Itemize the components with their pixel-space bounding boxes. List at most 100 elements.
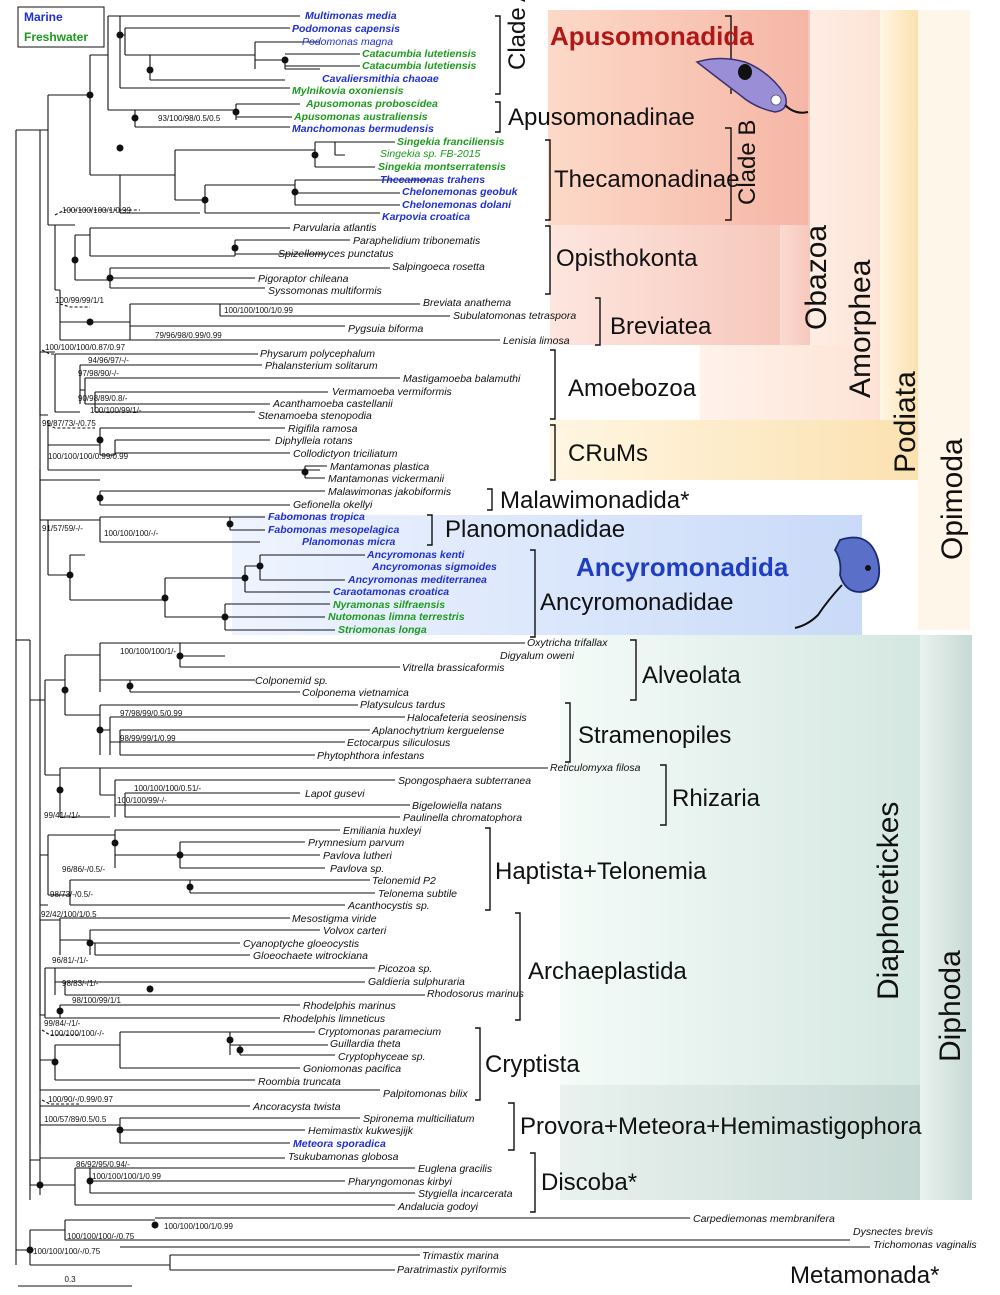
- taxon-label: Karpovia croatica: [382, 211, 470, 223]
- taxon-label: Mesostigma viride: [292, 913, 377, 925]
- clade-malawimonadida: Malawimonadida*: [500, 487, 689, 514]
- apusomonad-cell-illustration: [695, 57, 809, 114]
- ancyromonad-cell-illustration: [794, 536, 881, 629]
- taxon-label: Collodictyon triciliatum: [293, 448, 398, 460]
- taxon-label: Rigifila ramosa: [288, 423, 358, 435]
- taxon-label: Guillardia theta: [330, 1038, 401, 1050]
- support-value: 94/96/97/-/-: [88, 356, 129, 365]
- support-value: 91/57/59/-/-: [42, 524, 83, 533]
- clade-haptista-telonemia: Haptista+Telonemia: [495, 858, 707, 885]
- taxon-label: Platysulcus tardus: [360, 699, 446, 711]
- support-value: 97/98/90/-/-: [78, 369, 119, 378]
- clade-rhizaria: Rhizaria: [672, 785, 761, 812]
- taxon-label: Pavlova lutheri: [323, 850, 393, 862]
- support-value: 98/73/-/0.5/-: [50, 890, 93, 899]
- taxon-label: Cyanoptyche gloeocystis: [243, 938, 360, 950]
- support-value: 93/100/98/0.5/0.5: [158, 114, 221, 123]
- taxon-label: Singekia montserratensis: [378, 161, 506, 173]
- support-value: 100/100/100/1/0.99: [164, 1222, 234, 1231]
- support-value: 100/100/100/0.99/0.99: [48, 452, 129, 461]
- taxon-label: Physarum polycephalum: [260, 348, 375, 360]
- taxon-label: Carpediemonas membranifera: [693, 1213, 835, 1225]
- clade-crums: CRuMs: [568, 440, 648, 467]
- taxon-label: Ectocarpus siliculosus: [347, 737, 451, 749]
- taxon-label: Reticulomyxa filosa: [550, 762, 641, 774]
- taxon-label: Euglena gracilis: [418, 1163, 493, 1175]
- taxon-label: Roombia truncata: [258, 1076, 341, 1088]
- taxon-label: Spongosphaera subterranea: [398, 775, 531, 787]
- support-value: 96/86/-/0.5/-: [62, 865, 105, 874]
- taxon-label: Pharyngomonas kirbyi: [348, 1176, 453, 1188]
- taxon-label: Singekia franciliensis: [397, 136, 505, 148]
- taxon-label: Striomonas longa: [338, 624, 427, 636]
- taxon-label: Telonemid P2: [372, 875, 436, 887]
- clade-diphoda: Diphoda: [934, 950, 967, 1062]
- clade-opisthokonta: Opisthokonta: [556, 245, 698, 272]
- support-value: 100/100/100/-/0.75: [33, 1247, 101, 1256]
- taxon-label: Planomonas micra: [302, 536, 396, 548]
- taxa-labels: Multimonas media Podomonas capensis Podo…: [243, 10, 977, 1276]
- clade-provora: Provora+Meteora+Hemimastigophora: [520, 1113, 922, 1140]
- clade-amoebozoa: Amoebozoa: [568, 375, 697, 402]
- taxon-label: Cavaliersmithia chaoae: [322, 73, 439, 85]
- legend-freshwater: Freshwater: [24, 30, 88, 44]
- taxon-label: Digyalum oweni: [500, 650, 575, 662]
- taxon-label: Podomonas magna: [302, 36, 393, 48]
- taxon-label: Parvularia atlantis: [293, 222, 377, 234]
- taxon-label: Nutomonas limna terrestris: [328, 611, 465, 623]
- support-value: 100/100/100/1/0.99: [62, 206, 132, 215]
- taxon-label: Subulatomonas tetraspora: [453, 310, 576, 322]
- clade-apusomonadinae: Apusomonadinae: [508, 104, 695, 131]
- node-dots: [26, 31, 319, 1254]
- taxon-label: Spizellomyces punctatus: [278, 248, 394, 260]
- support-value: 99/41/-/1/-: [44, 811, 81, 820]
- support-value: 100/100/100/1/0.99: [224, 306, 294, 315]
- support-value: 98/100/99/1/1: [72, 996, 121, 1005]
- taxon-label: Meteora sporadica: [293, 1138, 386, 1150]
- support-value: 100/100/100/-/0.75: [67, 1232, 135, 1241]
- taxon-label: Picozoa sp.: [378, 963, 432, 975]
- support-value: 100/90/-/0.99/0.97: [48, 1095, 113, 1104]
- support-value: 100/100/99/-/-: [117, 796, 167, 805]
- clade-brackets: [427, 15, 732, 1213]
- taxon-label: Singekia sp. FB-2015: [380, 148, 481, 160]
- taxon-label: Trichomonas vaginalis: [873, 1239, 977, 1251]
- clade-apusomonadida: Apusomonadida: [550, 21, 754, 51]
- taxon-label: Fabomonas tropica: [268, 511, 365, 523]
- support-value: 100/100/99/1/-: [90, 406, 142, 415]
- clade-discoba: Discoba*: [541, 1169, 637, 1196]
- taxon-label: Catacumbia lutetiensis: [362, 48, 477, 60]
- support-value: 100/100/100/-/-: [104, 529, 159, 538]
- taxon-label: Oxytricha trifallax: [527, 637, 608, 649]
- taxon-label: Rhodelphis limneticus: [283, 1013, 386, 1025]
- taxon-label: Phalansterium solitarum: [265, 360, 378, 372]
- support-value: 99/87/73/-/0.75: [42, 419, 96, 428]
- taxon-label: Podomonas capensis: [292, 23, 400, 35]
- support-value: 98/99/99/1/0.99: [120, 734, 176, 743]
- taxon-label: Ancyromonas kenti: [366, 549, 466, 561]
- taxon-label: Stenamoeba stenopodia: [258, 410, 372, 422]
- taxon-label: Goniomonas pacifica: [303, 1063, 401, 1075]
- taxon-label: Apusomonas australiensis: [293, 111, 428, 123]
- taxon-label: Acanthocystis sp.: [347, 900, 430, 912]
- clade-obazoa: Obazoa: [800, 225, 833, 330]
- taxon-label: Aplanochytrium kerguelense: [371, 725, 505, 737]
- taxon-label: Diphylleia rotans: [275, 435, 353, 447]
- clade-b-label: Clade B: [734, 120, 761, 205]
- taxon-label: Palpitomonas bilix: [383, 1088, 468, 1100]
- taxon-label: Chelonemonas geobuk: [402, 186, 519, 198]
- taxon-label: Dysnectes brevis: [853, 1226, 934, 1238]
- taxon-label: Ancyromonas mediterranea: [347, 574, 487, 586]
- taxon-label: Prymnesium parvum: [308, 837, 405, 849]
- support-value: 96/81/-/1/-: [52, 956, 89, 965]
- legend: Marine Freshwater: [17, 6, 105, 48]
- taxon-label: Rhodosorus marinus: [427, 988, 525, 1000]
- support-value: 99/84/-/1/-: [44, 1019, 81, 1028]
- taxon-label: Bigelowiella natans: [412, 800, 503, 812]
- taxon-label: Halocafeteria seosinensis: [407, 712, 527, 724]
- clade-ancyromonadidae: Ancyromonadidae: [540, 589, 733, 616]
- taxon-label: Multimonas media: [305, 10, 397, 22]
- legend-marine: Marine: [24, 10, 63, 24]
- taxon-label: Catacumbia lutetiensis: [362, 60, 477, 72]
